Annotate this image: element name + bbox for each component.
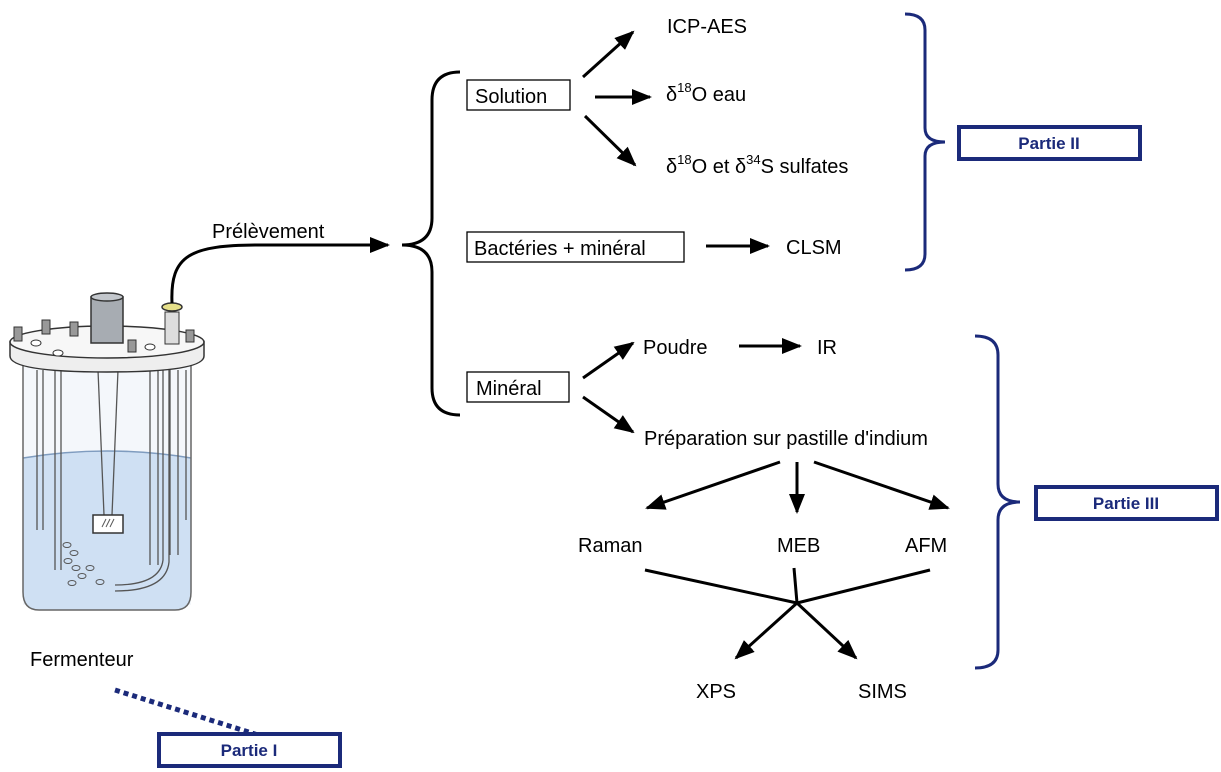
- partie-2-brace: [904, 12, 946, 272]
- arrow-to-sulfates: [583, 114, 637, 167]
- mineral-label: Minéral: [476, 378, 542, 400]
- partie-3-brace: [974, 334, 1021, 670]
- preparation-label: Préparation sur pastille d'indium: [644, 428, 928, 450]
- icp-aes-label: ICP-AES: [667, 16, 747, 38]
- bacteria-mineral-label: Bactéries + minéral: [474, 238, 646, 260]
- partie-1-label: Partie I: [221, 741, 278, 760]
- partie-2-label: Partie II: [1018, 134, 1079, 153]
- partie-3-box: [1034, 485, 1219, 521]
- ir-label: IR: [817, 337, 837, 359]
- afm-label: AFM: [905, 535, 947, 557]
- clsm-label: CLSM: [786, 237, 842, 259]
- arrow-to-preparation: [582, 395, 635, 434]
- raman-label: Raman: [578, 535, 642, 557]
- solution-label: Solution: [475, 86, 547, 108]
- powder-label: Poudre: [643, 337, 708, 359]
- bacteria-mineral-box: [466, 231, 685, 263]
- mineral-box: [466, 371, 570, 403]
- fermenter-icon: [9, 292, 205, 611]
- solution-box: [466, 79, 571, 111]
- sample-split-brace: [401, 70, 461, 417]
- arrow-to-sims: [795, 601, 858, 660]
- prelevement-label: Prélèvement: [212, 221, 325, 243]
- o18-water-label: δ18O eau: [666, 80, 746, 106]
- sampling-tube: [170, 237, 390, 304]
- arrow-to-powder: [582, 341, 635, 380]
- sims-label: SIMS: [858, 681, 907, 703]
- o18-s34-sulfates-label: δ18O et δ34S sulfates: [666, 152, 848, 178]
- arrow-to-raman: [645, 460, 781, 510]
- arrow-to-xps: [734, 601, 799, 660]
- arrow-to-icp: [581, 30, 635, 79]
- fermenteur-label: Fermenteur: [30, 649, 134, 671]
- meb-label: MEB: [777, 535, 820, 557]
- convergence-lines: [644, 567, 931, 605]
- arrow-to-afm: [813, 460, 950, 510]
- partie-3-label: Partie III: [1093, 494, 1159, 513]
- partie-2-box: [957, 125, 1142, 161]
- partie-1-connector: [114, 687, 259, 738]
- xps-label: XPS: [696, 681, 736, 703]
- partie-1-box: [157, 732, 342, 768]
